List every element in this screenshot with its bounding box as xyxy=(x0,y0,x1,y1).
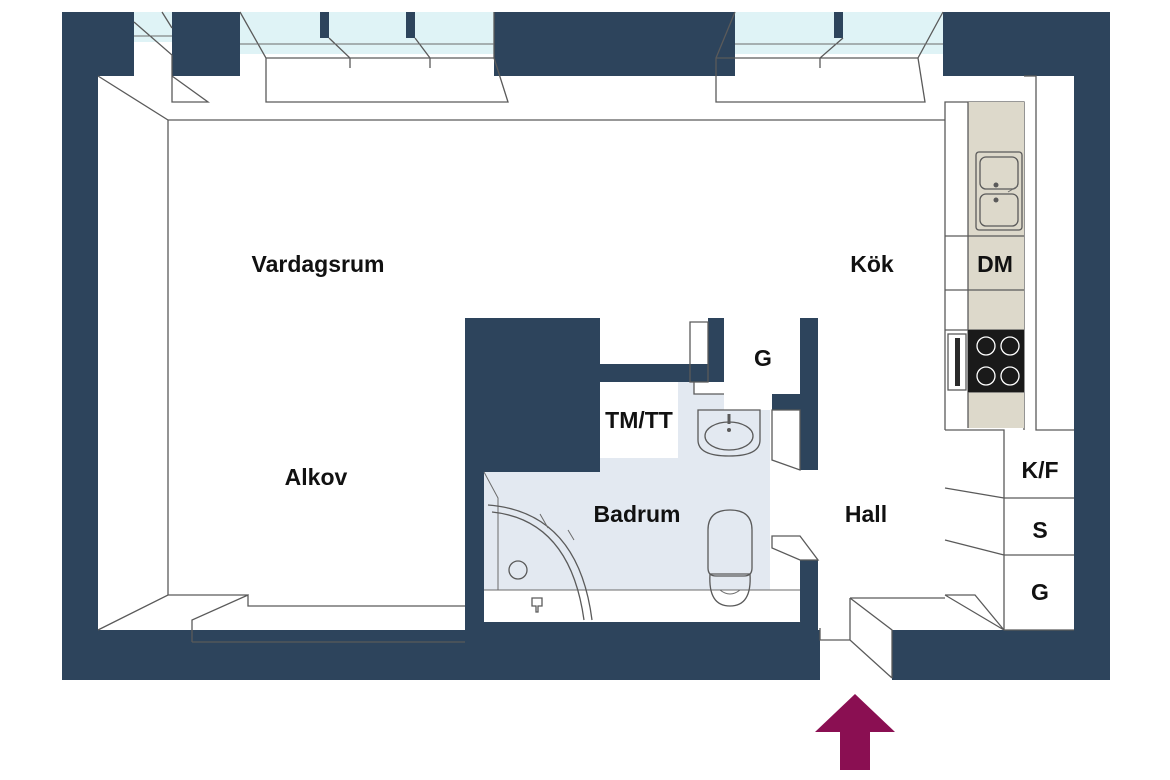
label-dishwasher: DM xyxy=(977,251,1013,277)
living-room-outline xyxy=(97,75,945,643)
label-wardrobe-hall: G xyxy=(1031,579,1049,605)
window-glass-left xyxy=(240,12,494,54)
core-walls xyxy=(465,318,818,680)
double-sink-icon xyxy=(975,151,1023,231)
oven-icon xyxy=(947,333,967,391)
wardrobe-niche xyxy=(724,318,800,394)
bathroom-fixtures xyxy=(487,409,761,621)
label-hall: Hall xyxy=(845,501,887,527)
window-mullion xyxy=(834,12,843,38)
wash-basin-icon xyxy=(697,409,761,457)
window-reveal-lines xyxy=(133,11,944,103)
label-alcove: Alkov xyxy=(285,464,348,490)
windows xyxy=(133,11,944,103)
niche-lines xyxy=(689,321,820,623)
label-wardrobe-small: G xyxy=(754,345,772,371)
room-labels: Vardagsrum Kök DM G TM/TT Alkov Badrum H… xyxy=(252,251,1059,605)
window-mullion xyxy=(406,12,415,38)
kitchen-counter xyxy=(945,102,1024,428)
shower-icon xyxy=(487,504,593,621)
toilet-icon xyxy=(707,509,753,607)
label-living-room: Vardagsrum xyxy=(252,251,385,277)
entrance-reveal xyxy=(819,597,945,679)
label-washer-dryer: TM/TT xyxy=(605,407,673,433)
interior-lines xyxy=(97,75,1074,679)
label-kitchen: Kök xyxy=(850,251,894,277)
window-sill-lines xyxy=(134,35,943,45)
label-bathroom: Badrum xyxy=(594,501,681,527)
washer-dryer-niche xyxy=(600,382,678,458)
label-fridge-freezer: K/F xyxy=(1021,457,1058,483)
stove-icon xyxy=(968,330,1024,392)
window-mullion xyxy=(320,12,329,38)
label-closet-s: S xyxy=(1032,517,1047,543)
entrance-opening xyxy=(820,628,892,682)
bathroom-inner-lines xyxy=(483,471,800,591)
bathroom-core xyxy=(465,318,820,680)
entrance-arrow-icon xyxy=(815,694,895,770)
